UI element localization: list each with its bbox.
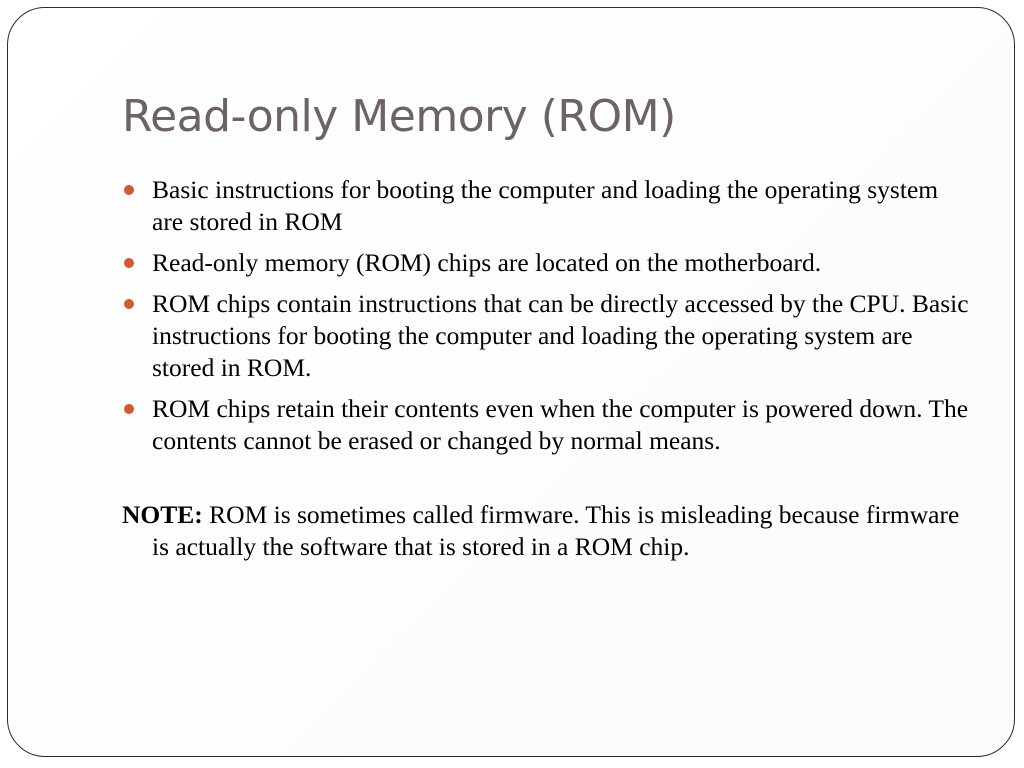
- bullet-item-1: Basic instructions for booting the compu…: [122, 174, 972, 238]
- slide-body: Basic instructions for booting the compu…: [122, 174, 972, 589]
- bullet-text: Basic instructions for booting the compu…: [152, 175, 939, 236]
- note-paragraph: NOTE: ROM is sometimes called firmware. …: [122, 499, 972, 563]
- bullet-item-3: ROM chips contain instructions that can …: [122, 288, 972, 384]
- bullet-text: ROM chips contain instructions that can …: [152, 289, 969, 382]
- slide-frame: Read-only Memory (ROM) Basic instruction…: [7, 7, 1015, 757]
- bullet-dot-icon: [124, 299, 134, 309]
- bullet-text: ROM chips retain their contents even whe…: [152, 394, 969, 455]
- bullet-item-4: ROM chips retain their contents even whe…: [122, 393, 972, 457]
- note-text: ROM is sometimes called firmware. This i…: [152, 500, 960, 561]
- slide-title: Read-only Memory (ROM): [122, 91, 676, 142]
- note-label: NOTE:: [122, 500, 203, 529]
- bullet-item-2: Read-only memory (ROM) chips are located…: [122, 247, 972, 279]
- bullet-list: Basic instructions for booting the compu…: [122, 174, 972, 457]
- bullet-text: Read-only memory (ROM) chips are located…: [152, 248, 822, 277]
- bullet-dot-icon: [124, 258, 134, 268]
- bullet-dot-icon: [124, 404, 134, 414]
- bullet-dot-icon: [124, 185, 134, 195]
